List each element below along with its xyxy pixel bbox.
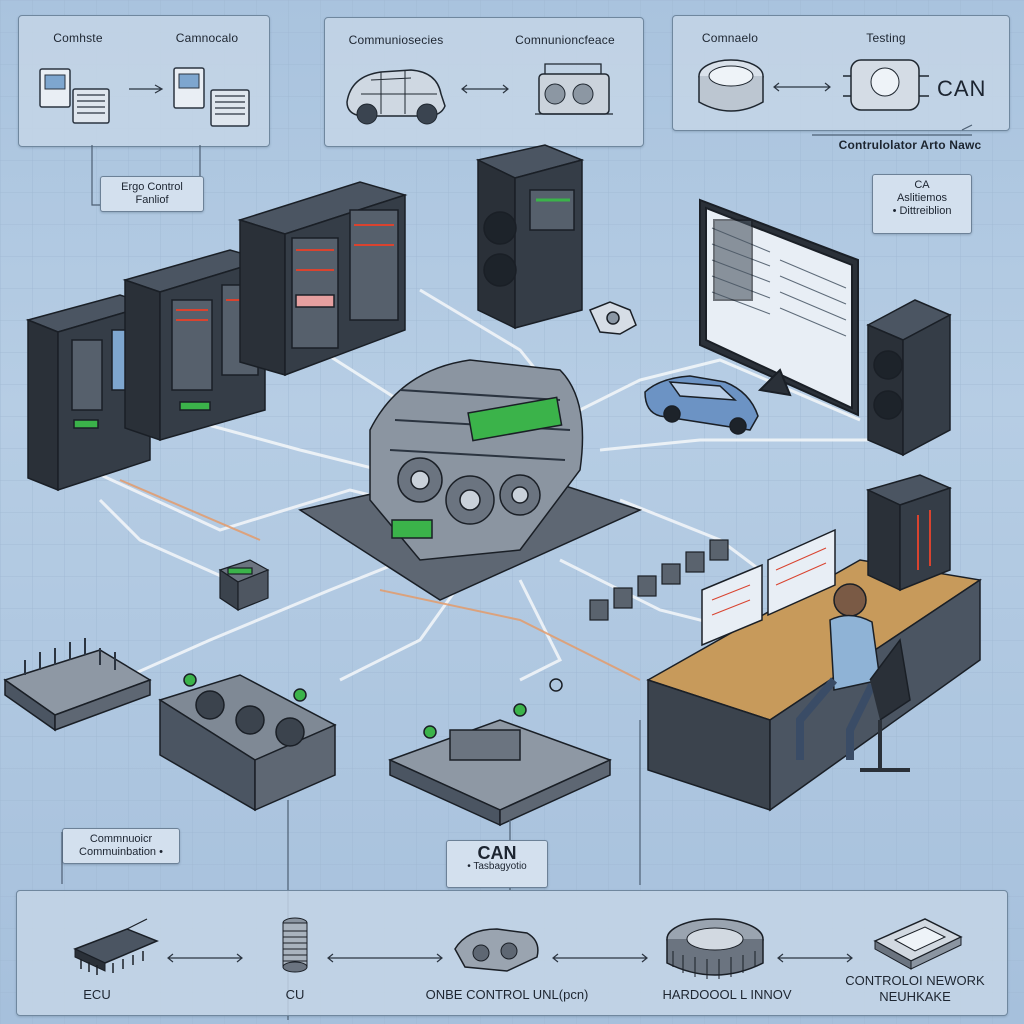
speaker-icon-2 bbox=[866, 299, 952, 457]
gear-icon bbox=[588, 301, 637, 335]
coil-icon bbox=[282, 917, 308, 973]
connector-module-icon bbox=[589, 539, 729, 621]
ca-line2: Aslitiemos bbox=[896, 192, 948, 204]
top-left-right-label: Camnocalo bbox=[175, 31, 239, 45]
top-center-panel: Communiosecies Comnunioncfeace bbox=[324, 17, 644, 147]
footer-label-network-2: NEUHKAKE bbox=[879, 989, 951, 1004]
server-rack-icon-3 bbox=[237, 181, 408, 377]
arrow-both-icon-3 bbox=[167, 953, 243, 963]
speaker-icon bbox=[475, 144, 585, 330]
can-center-title: CAN bbox=[477, 843, 517, 863]
communication-line2: Commuinbation • bbox=[79, 846, 163, 858]
ca-line1: CA bbox=[914, 179, 930, 191]
ecu-chip-icon bbox=[73, 918, 159, 975]
test-fixture-icon bbox=[843, 59, 929, 111]
ca-line3: • Dittreiblion bbox=[892, 205, 952, 217]
wiring-accent bbox=[119, 479, 641, 681]
top-right-left-label: Comnaelo bbox=[701, 31, 759, 45]
test-board-icon bbox=[3, 638, 152, 732]
engine-icon bbox=[298, 359, 643, 601]
arrow-both-icon-2 bbox=[773, 82, 831, 92]
card-stack-icon-2 bbox=[173, 67, 250, 127]
workstation-icon bbox=[646, 474, 982, 812]
arrow-both-icon-6 bbox=[777, 953, 853, 963]
footer-label-ecu: ECU bbox=[83, 987, 111, 1002]
gear-wheel-icon bbox=[666, 918, 764, 979]
top-left-left-label: Comhste bbox=[53, 31, 103, 45]
top-right-can-label: CAN bbox=[937, 76, 987, 101]
main-illustration bbox=[3, 144, 982, 1020]
gauge-dial-icon bbox=[698, 59, 764, 112]
footer-label-onbe: ONBE CONTROL UNL(pcn) bbox=[425, 987, 589, 1002]
processor-chip-icon bbox=[873, 918, 963, 970]
footer-label-hardool: HARDOOOL L INNOV bbox=[662, 987, 792, 1002]
circuit-board-icon bbox=[388, 678, 612, 827]
footer-panel: ECU CU ONBE CONTROL UNL(pcn) HARDOOOL L … bbox=[16, 890, 1008, 1016]
arrow-right-icon bbox=[129, 84, 164, 94]
operator-figure-icon bbox=[796, 583, 911, 772]
car-icon bbox=[644, 375, 759, 435]
arrow-both-icon-5 bbox=[552, 953, 648, 963]
chip-icon bbox=[218, 559, 270, 612]
connector-line bbox=[812, 124, 973, 136]
top-center-left-label: Communiosecies bbox=[348, 33, 444, 47]
can-center-callout: CAN • Tasbagyotio bbox=[446, 840, 548, 888]
communication-line1: Commnuoicr bbox=[89, 833, 153, 845]
top-right-panel: Comnaelo Testing CAN bbox=[672, 15, 1010, 131]
arrow-both-icon-4 bbox=[327, 953, 443, 963]
engine-control-line1: Ergo Control bbox=[121, 181, 183, 193]
can-center-sub: • Tasbagyotio bbox=[467, 861, 527, 872]
engine-control-line2: Fanliof bbox=[135, 194, 169, 206]
top-left-panel: Comhste Camnocalo bbox=[18, 15, 270, 147]
top-right-right-label: Testing bbox=[866, 31, 906, 45]
footer-label-network-1: CONTROLOI NEWORK bbox=[845, 973, 985, 988]
ecu-block-icon bbox=[158, 673, 337, 812]
top-right-sub-label: Contrulolator Arto Nawc bbox=[838, 138, 982, 152]
card-stack-icon bbox=[39, 68, 110, 124]
connector-line bbox=[61, 832, 63, 884]
footer-label-cu: CU bbox=[285, 987, 305, 1002]
communication-callout: Commnuoicr Commuinbation • bbox=[62, 828, 180, 864]
top-center-right-label: Comnunioncfeace bbox=[515, 33, 615, 47]
monitor-icon bbox=[699, 198, 859, 417]
ca-callout: CA Aslitiemos • Dittreiblion bbox=[872, 174, 972, 234]
engine-control-callout: Ergo Control Fanliof bbox=[100, 176, 204, 212]
engine-module-icon bbox=[454, 928, 539, 972]
arrow-both-icon bbox=[461, 84, 509, 94]
engine-block-icon bbox=[535, 63, 613, 115]
car-chassis-icon bbox=[346, 69, 446, 125]
